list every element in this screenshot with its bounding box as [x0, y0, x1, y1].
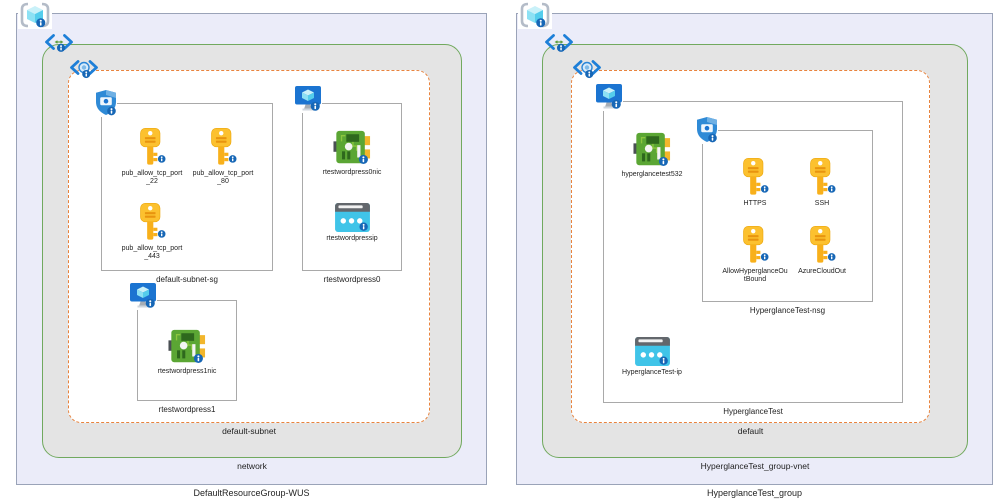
- nic-icon[interactable]: [633, 131, 671, 169]
- key-icon[interactable]: [740, 224, 770, 266]
- security-rule-node[interactable]: AzureCloudOut: [786, 224, 858, 276]
- public-ip-icon[interactable]: [334, 202, 371, 233]
- security-rule-label: pub_allow_tcp_port _80: [192, 170, 254, 185]
- security-rule-label: AzureCloudOut: [798, 268, 846, 275]
- nsg-box-left[interactable]: [101, 103, 273, 271]
- security-rule-node[interactable]: AllowHyperglanceOu tBound: [719, 224, 791, 284]
- vnet-icon[interactable]: [544, 33, 574, 53]
- vm-box-rtestwordpress0[interactable]: [302, 103, 402, 271]
- security-rule-label: pub_allow_tcp_port _443: [121, 245, 183, 260]
- security-rule-label: pub_allow_tcp_port _22: [121, 170, 183, 185]
- nsg-label: default-subnet-sg: [156, 275, 218, 284]
- public-ip-node[interactable]: HyperglanceTest-ip: [617, 336, 687, 377]
- key-icon[interactable]: [137, 201, 167, 243]
- key-icon[interactable]: [807, 156, 837, 198]
- vm-label: rtestwordpress0: [323, 275, 381, 284]
- security-rule-node[interactable]: pub_allow_tcp_port _22: [116, 126, 188, 186]
- nsg-shield-icon[interactable]: [696, 116, 718, 144]
- key-icon[interactable]: [740, 156, 770, 198]
- security-rule-node[interactable]: HTTPS: [719, 156, 791, 208]
- vm-icon[interactable]: [595, 83, 623, 111]
- security-rule-label: AllowHyperglanceOu tBound: [722, 268, 788, 283]
- public-ip-label: HyperglanceTest-ip: [622, 369, 682, 376]
- nic-node[interactable]: rtestwordpress0nic: [317, 129, 387, 177]
- nic-node[interactable]: rtestwordpress1nic: [152, 328, 222, 376]
- key-icon[interactable]: [208, 126, 238, 168]
- nic-icon[interactable]: [168, 328, 206, 366]
- nic-label: rtestwordpress0nic: [322, 169, 382, 176]
- nsg-label: HyperglanceTest-nsg: [749, 306, 826, 315]
- nic-node[interactable]: hyperglancetest532: [617, 131, 687, 179]
- vm-icon[interactable]: [129, 282, 157, 310]
- vnet-label: HyperglanceTest_group-vnet: [700, 461, 810, 471]
- subnet-label: default-subnet: [222, 426, 276, 436]
- vnet-label: network: [237, 461, 267, 471]
- nsg-shield-icon[interactable]: [95, 89, 117, 117]
- public-ip-label: rtestwordpressip: [326, 235, 378, 242]
- subnet-label: default: [737, 426, 764, 436]
- subnet-icon[interactable]: [69, 59, 99, 79]
- nic-icon[interactable]: [333, 129, 371, 167]
- security-rule-label: HTTPS: [743, 200, 767, 207]
- nic-label: hyperglancetest532: [621, 171, 683, 178]
- vm-label: HyperglanceTest: [723, 407, 783, 416]
- vnet-icon[interactable]: [44, 33, 74, 53]
- resource-group-label: HyperglanceTest_group: [706, 488, 803, 498]
- nic-label: rtestwordpress1nic: [157, 368, 217, 375]
- security-rule-node[interactable]: pub_allow_tcp_port _443: [116, 201, 188, 261]
- security-rule-node[interactable]: SSH: [786, 156, 858, 208]
- key-icon[interactable]: [137, 126, 167, 168]
- security-rule-label: SSH: [814, 200, 830, 207]
- resource-group-icon[interactable]: [18, 1, 52, 29]
- public-ip-node[interactable]: rtestwordpressip: [317, 202, 387, 243]
- vm-label: rtestwordpress1: [158, 405, 216, 414]
- subnet-icon[interactable]: [572, 59, 602, 79]
- key-icon[interactable]: [807, 224, 837, 266]
- resource-group-label: DefaultResourceGroup-WUS: [193, 488, 310, 498]
- resource-group-icon[interactable]: [518, 1, 552, 29]
- security-rule-node[interactable]: pub_allow_tcp_port _80: [187, 126, 259, 186]
- public-ip-icon[interactable]: [634, 336, 671, 367]
- nsg-box-right[interactable]: [702, 130, 873, 302]
- vm-icon[interactable]: [294, 85, 322, 113]
